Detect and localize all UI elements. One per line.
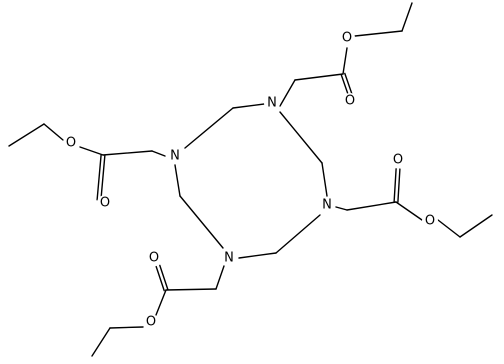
atom-label: O (100, 196, 110, 211)
atom-label-layer: N N N N O O O O (63, 30, 438, 330)
ring-nitrogen-bottom: N (221, 250, 237, 266)
atom-label: O (66, 136, 76, 151)
single-bond (354, 30, 403, 37)
double-bond-stroke (393, 168, 397, 203)
atom-label: O (342, 31, 352, 46)
ester-bottom-ether-oxygen: O (143, 314, 159, 330)
ester-left-carbonyl-oxygen: O (97, 195, 113, 211)
single-bond (155, 289, 167, 316)
ring-nitrogen-top: N (264, 95, 280, 111)
single-bond (43, 123, 64, 141)
single-bond (102, 150, 153, 156)
single-bond (275, 214, 321, 254)
atom-label: O (345, 94, 355, 109)
single-bond (401, 2, 413, 32)
ring-nitrogen-left: N (167, 148, 183, 164)
double-bond-stroke (155, 265, 165, 292)
single-bond (321, 162, 328, 197)
ester-top-ether-oxygen: O (339, 30, 355, 46)
single-bond (91, 327, 111, 357)
single-bond (279, 111, 323, 164)
ester-right-carbonyl-oxygen: O (390, 152, 406, 168)
single-bond (174, 164, 181, 197)
atom-label: O (393, 153, 403, 168)
single-bond (165, 288, 217, 291)
ester-top-carbonyl-oxygen: O (342, 93, 358, 109)
atom-label: O (149, 251, 159, 266)
atom-label: N (267, 96, 277, 111)
double-bond-stroke (100, 154, 106, 201)
single-bond (151, 150, 166, 157)
ring-nitrogen-right: N (319, 197, 335, 213)
single-bond (179, 195, 224, 249)
atom-label: O (425, 214, 435, 229)
atom-label: N (224, 251, 234, 266)
single-bond (79, 146, 104, 156)
single-bond (8, 123, 45, 147)
double-bond-stroke (159, 264, 169, 291)
single-bond (279, 79, 296, 107)
single-bond (215, 265, 225, 290)
double-bond-stroke (397, 168, 401, 203)
single-bond (459, 214, 493, 238)
ester-left-ether-oxygen: O (63, 135, 79, 151)
single-bond (342, 47, 348, 75)
single-bond (294, 73, 344, 81)
ester-bottom-carbonyl-oxygen: O (146, 250, 162, 266)
atom-label: O (146, 315, 156, 330)
single-bond (395, 201, 423, 221)
ester-right-ether-oxygen: O (422, 213, 438, 229)
single-bond (346, 201, 397, 211)
atom-label: N (322, 198, 332, 213)
single-bond (335, 206, 348, 211)
atom-label: N (170, 149, 180, 164)
single-bond (437, 219, 461, 238)
bond-layer (8, 2, 493, 357)
single-bond (238, 252, 277, 259)
double-bond-stroke (96, 154, 102, 201)
single-bond (109, 326, 144, 329)
single-bond (184, 107, 234, 149)
